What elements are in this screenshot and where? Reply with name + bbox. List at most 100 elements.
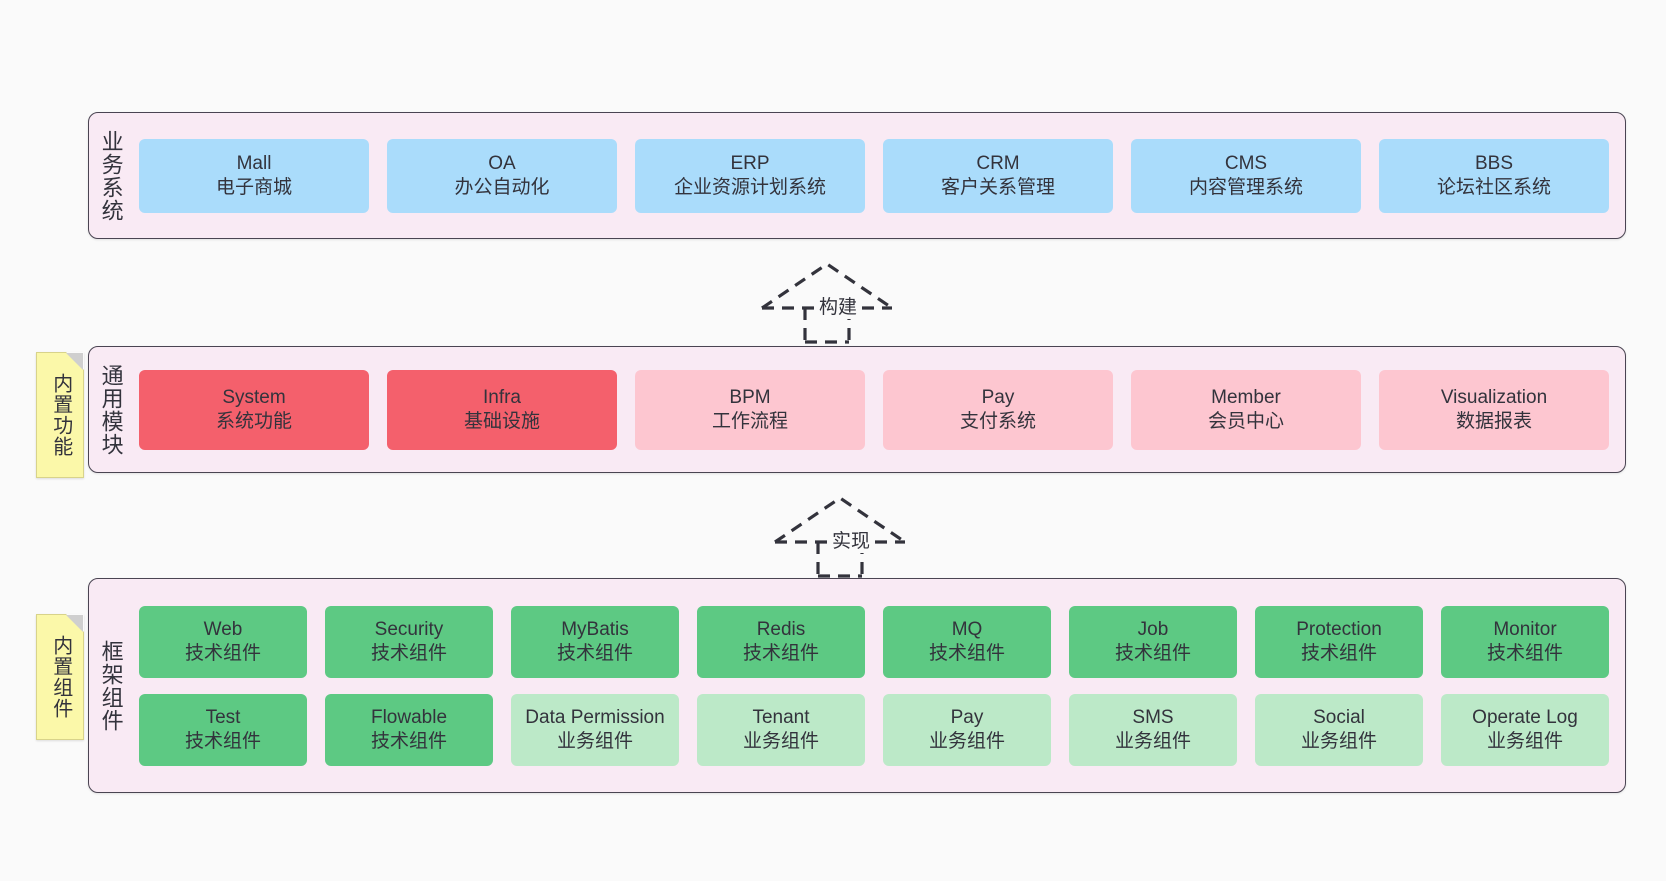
card-crm[interactable]: CRM 客户关系管理 bbox=[883, 138, 1113, 213]
card-subtitle: 办公自动化 bbox=[454, 176, 550, 198]
card-subtitle: 技术组件 bbox=[1486, 642, 1563, 664]
card-title: Social bbox=[1313, 707, 1365, 729]
card-title: Member bbox=[1211, 387, 1281, 409]
card-mq[interactable]: MQ 技术组件 bbox=[883, 605, 1051, 678]
card-subtitle: 工作流程 bbox=[711, 410, 788, 432]
card-subtitle: 内容管理系统 bbox=[1188, 176, 1303, 198]
card-subtitle: 技术组件 bbox=[184, 730, 261, 752]
card-subtitle: 电子商城 bbox=[215, 176, 292, 198]
card-title: OA bbox=[488, 153, 516, 175]
card-row: System 系统功能 Infra 基础设施 BPM 工作流程 Pay 支付系统… bbox=[139, 369, 1609, 450]
card-title: BPM bbox=[729, 387, 771, 409]
card-member[interactable]: Member 会员中心 bbox=[1131, 369, 1361, 450]
card-title: CRM bbox=[976, 153, 1020, 175]
card-redis[interactable]: Redis 技术组件 bbox=[697, 605, 865, 678]
card-bpm[interactable]: BPM 工作流程 bbox=[635, 369, 865, 450]
card-subtitle: 业务组件 bbox=[1300, 730, 1377, 752]
card-mall[interactable]: Mall 电子商城 bbox=[139, 138, 369, 213]
card-subtitle: 业务组件 bbox=[1114, 730, 1191, 752]
card-subtitle: 业务组件 bbox=[1486, 730, 1563, 752]
card-data-permission[interactable]: Data Permission 业务组件 bbox=[511, 693, 679, 766]
note-builtin-component: 内置组件 bbox=[36, 614, 84, 740]
card-row: Web 技术组件 Security 技术组件 MyBatis 技术组件 Redi… bbox=[139, 605, 1609, 678]
card-title: MQ bbox=[951, 619, 983, 641]
connector-implement-label: 实现 bbox=[830, 526, 873, 553]
card-title: Mall bbox=[236, 153, 272, 175]
card-subtitle: 业务组件 bbox=[742, 730, 819, 752]
card-title: Visualization bbox=[1440, 387, 1548, 409]
card-pay-business[interactable]: Pay 业务组件 bbox=[883, 693, 1051, 766]
card-web[interactable]: Web 技术组件 bbox=[139, 605, 307, 678]
card-social[interactable]: Social 业务组件 bbox=[1255, 693, 1423, 766]
layer-business-system: 业务系统 Mall 电子商城 OA 办公自动化 ERP 企业资源计划系统 CRM… bbox=[88, 112, 1626, 239]
card-security[interactable]: Security 技术组件 bbox=[325, 605, 493, 678]
connector-build-label: 构建 bbox=[817, 292, 860, 319]
layer-title-business: 业务系统 bbox=[98, 129, 124, 222]
card-flowable[interactable]: Flowable 技术组件 bbox=[325, 693, 493, 766]
card-title: Monitor bbox=[1493, 619, 1557, 641]
card-title: Web bbox=[203, 619, 243, 641]
card-title: BBS bbox=[1474, 153, 1514, 175]
note-builtin-feature: 内置功能 bbox=[36, 352, 84, 478]
card-title: Data Permission bbox=[525, 707, 665, 729]
card-infra[interactable]: Infra 基础设施 bbox=[387, 369, 617, 450]
card-title: Pay bbox=[950, 707, 984, 729]
card-title: Operate Log bbox=[1472, 707, 1578, 729]
layer-title-framework: 框架组件 bbox=[98, 639, 124, 732]
layer-body-framework: Web 技术组件 Security 技术组件 MyBatis 技术组件 Redi… bbox=[133, 579, 1625, 792]
card-subtitle: 论坛社区系统 bbox=[1436, 176, 1551, 198]
card-monitor[interactable]: Monitor 技术组件 bbox=[1441, 605, 1609, 678]
card-subtitle: 技术组件 bbox=[928, 642, 1005, 664]
card-title: Redis bbox=[756, 619, 806, 641]
card-subtitle: 技术组件 bbox=[742, 642, 819, 664]
card-bbs[interactable]: BBS 论坛社区系统 bbox=[1379, 138, 1609, 213]
card-subtitle: 技术组件 bbox=[370, 642, 447, 664]
card-subtitle: 支付系统 bbox=[959, 410, 1036, 432]
card-oa[interactable]: OA 办公自动化 bbox=[387, 138, 617, 213]
layer-title-common: 通用模块 bbox=[98, 363, 124, 456]
card-sms[interactable]: SMS 业务组件 bbox=[1069, 693, 1237, 766]
layer-body-business: Mall 电子商城 OA 办公自动化 ERP 企业资源计划系统 CRM 客户关系… bbox=[133, 113, 1625, 238]
card-test[interactable]: Test 技术组件 bbox=[139, 693, 307, 766]
card-title: Protection bbox=[1296, 619, 1382, 641]
card-title: Security bbox=[374, 619, 444, 641]
card-visualization[interactable]: Visualization 数据报表 bbox=[1379, 369, 1609, 450]
card-title: Flowable bbox=[370, 707, 448, 729]
card-erp[interactable]: ERP 企业资源计划系统 bbox=[635, 138, 865, 213]
card-subtitle: 会员中心 bbox=[1207, 410, 1284, 432]
card-protection[interactable]: Protection 技术组件 bbox=[1255, 605, 1423, 678]
card-title: ERP bbox=[730, 153, 770, 175]
card-title: SMS bbox=[1132, 707, 1174, 729]
layer-body-common: System 系统功能 Infra 基础设施 BPM 工作流程 Pay 支付系统… bbox=[133, 347, 1625, 472]
card-subtitle: 技术组件 bbox=[1114, 642, 1191, 664]
note-label: 内置功能 bbox=[49, 373, 72, 457]
note-label: 内置组件 bbox=[49, 635, 72, 719]
card-subtitle: 技术组件 bbox=[556, 642, 633, 664]
card-subtitle: 客户关系管理 bbox=[940, 176, 1055, 198]
card-title: Tenant bbox=[752, 707, 810, 729]
card-mybatis[interactable]: MyBatis 技术组件 bbox=[511, 605, 679, 678]
card-cms[interactable]: CMS 内容管理系统 bbox=[1131, 138, 1361, 213]
card-tenant[interactable]: Tenant 业务组件 bbox=[697, 693, 865, 766]
card-subtitle: 业务组件 bbox=[928, 730, 1005, 752]
card-row: Test 技术组件 Flowable 技术组件 Data Permission … bbox=[139, 693, 1609, 766]
card-system[interactable]: System 系统功能 bbox=[139, 369, 369, 450]
card-pay[interactable]: Pay 支付系统 bbox=[883, 369, 1113, 450]
card-title: Test bbox=[205, 707, 241, 729]
card-subtitle: 技术组件 bbox=[184, 642, 261, 664]
card-title: Job bbox=[1137, 619, 1169, 641]
card-subtitle: 技术组件 bbox=[1300, 642, 1377, 664]
card-title: Pay bbox=[981, 387, 1015, 409]
card-subtitle: 企业资源计划系统 bbox=[673, 176, 826, 198]
card-subtitle: 基础设施 bbox=[463, 410, 540, 432]
card-operate-log[interactable]: Operate Log 业务组件 bbox=[1441, 693, 1609, 766]
card-subtitle: 业务组件 bbox=[556, 730, 633, 752]
card-title: System bbox=[222, 387, 286, 409]
card-subtitle: 技术组件 bbox=[370, 730, 447, 752]
card-title: MyBatis bbox=[561, 619, 629, 641]
card-row: Mall 电子商城 OA 办公自动化 ERP 企业资源计划系统 CRM 客户关系… bbox=[139, 138, 1609, 213]
card-title: Infra bbox=[482, 387, 522, 409]
card-subtitle: 数据报表 bbox=[1455, 410, 1532, 432]
card-job[interactable]: Job 技术组件 bbox=[1069, 605, 1237, 678]
